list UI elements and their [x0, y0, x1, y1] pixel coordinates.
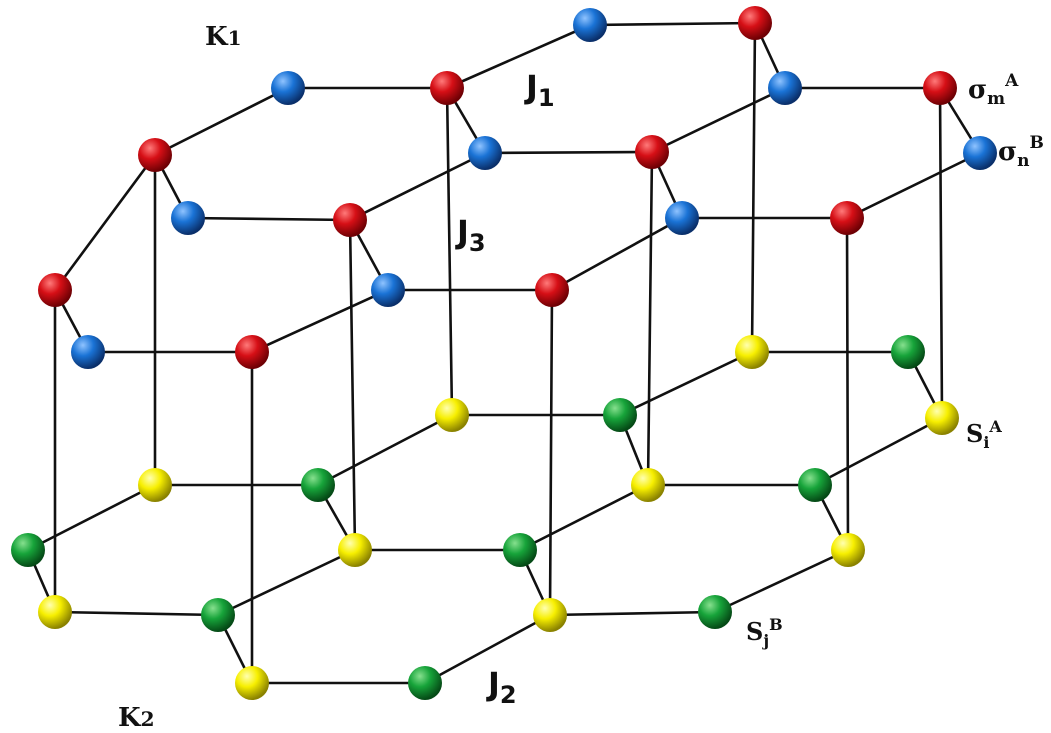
bond-R3-Y3 — [938, 86, 944, 420]
bond-R10-B8 — [250, 288, 390, 354]
red-atom — [535, 273, 569, 307]
blue-atom — [573, 8, 607, 42]
bond-R9-Y9 — [548, 288, 554, 617]
label-j3: J3 — [455, 213, 486, 257]
bond-G7-Y6 — [216, 548, 357, 617]
red-atom — [923, 71, 957, 105]
svg-text:K1: K1 — [205, 22, 242, 52]
blue-atom — [468, 136, 502, 170]
bond-Y7-G8 — [713, 548, 850, 614]
bond-R6-B4 — [348, 151, 487, 222]
green-atom — [201, 598, 235, 632]
green-atom — [698, 595, 732, 629]
svg-text:J1: J1 — [524, 68, 555, 112]
label-sigma-n-b: σnB — [998, 133, 1044, 171]
label-sigma-m-a: σmA — [968, 71, 1019, 109]
yellow-atom — [435, 398, 469, 432]
bond-R6-Y6 — [348, 218, 357, 552]
green-atom — [798, 468, 832, 502]
yellow-atom — [38, 595, 72, 629]
label-s-j-b: SjB — [746, 615, 783, 650]
blue-atom — [665, 201, 699, 235]
svg-text:SjB: SjB — [746, 615, 783, 650]
green-atom — [408, 666, 442, 700]
label-k2: K2 — [118, 703, 155, 733]
red-atom — [635, 135, 669, 169]
red-atom — [138, 138, 172, 172]
bond-R5-B3 — [650, 86, 787, 154]
bond-B4-R5 — [483, 150, 654, 155]
red-atom — [235, 335, 269, 369]
yellow-atom — [138, 468, 172, 502]
green-atom — [603, 398, 637, 432]
yellow-atom — [735, 335, 769, 369]
label-j1: J1 — [524, 68, 555, 112]
bonds-layer — [26, 21, 982, 685]
bond-Y1-G2 — [618, 350, 754, 417]
bond-B1-R2 — [588, 21, 757, 27]
blue-atom — [171, 201, 205, 235]
svg-text:σmA: σmA — [968, 71, 1019, 109]
red-atom — [830, 201, 864, 235]
label-s-i-a: SiA — [966, 417, 1002, 452]
bond-B2-R4 — [153, 86, 290, 157]
blue-atom — [71, 335, 105, 369]
atoms-layer — [11, 6, 997, 700]
green-atom — [503, 533, 537, 567]
red-atom — [333, 203, 367, 237]
bond-R2-Y1 — [750, 21, 757, 354]
bond-Y3-G4 — [813, 416, 944, 487]
bond-R9-B7 — [550, 216, 684, 292]
bond-Y4-G5 — [26, 483, 157, 552]
yellow-atom — [533, 598, 567, 632]
bond-B5-R7 — [845, 151, 982, 220]
svg-text:σnB: σnB — [998, 133, 1044, 171]
yellow-atom — [338, 533, 372, 567]
bond-B6-R6 — [186, 216, 352, 222]
bond-B1-R1 — [445, 23, 592, 90]
red-atom — [738, 6, 772, 40]
label-j2: J2 — [486, 665, 517, 709]
bond-Y8-G7 — [53, 610, 220, 617]
blue-atom — [371, 273, 405, 307]
bond-R7-Y7 — [845, 216, 850, 552]
blue-atom — [271, 71, 305, 105]
red-atom — [38, 273, 72, 307]
bond-G8-Y9 — [548, 610, 717, 617]
red-atom — [430, 71, 464, 105]
svg-text:J3: J3 — [455, 213, 486, 257]
yellow-atom — [631, 468, 665, 502]
green-atom — [891, 335, 925, 369]
svg-text:SiA: SiA — [966, 417, 1002, 452]
blue-atom — [768, 71, 802, 105]
blue-atom — [963, 136, 997, 170]
green-atom — [11, 533, 45, 567]
bond-R1-Y2 — [445, 86, 454, 417]
bond-Y2-G3 — [316, 413, 454, 487]
yellow-atom — [235, 666, 269, 700]
green-atom — [301, 468, 335, 502]
yellow-atom — [831, 533, 865, 567]
yellow-atom — [925, 401, 959, 435]
label-k1: K1 — [205, 22, 242, 52]
bond-R4-R8 — [53, 153, 157, 292]
svg-text:J2: J2 — [486, 665, 517, 709]
bond-G9-Y9 — [423, 613, 552, 685]
svg-text:K2: K2 — [118, 703, 155, 733]
bond-R5-Y5 — [646, 150, 654, 487]
bond-G6-Y5 — [518, 483, 650, 552]
